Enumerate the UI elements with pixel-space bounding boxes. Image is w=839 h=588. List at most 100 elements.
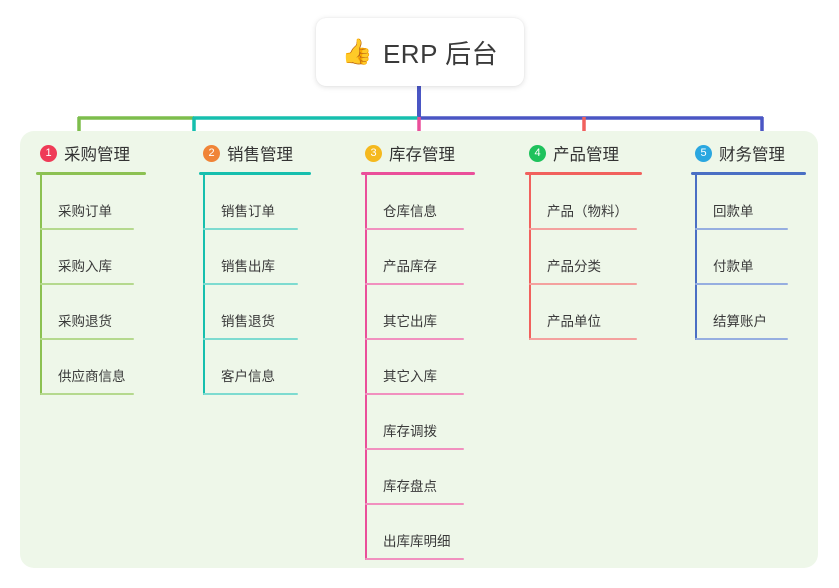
root-node[interactable]: 👍 ERP 后台 (316, 18, 524, 86)
column-item-list: 回款单付款单结算账户 (691, 175, 806, 340)
column-header[interactable]: 3 库存管理 (361, 140, 475, 166)
list-item[interactable]: 产品库存 (361, 230, 475, 285)
list-item-rule (365, 393, 464, 395)
column-title: 库存管理 (389, 146, 455, 164)
column-item-list: 采购订单采购入库采购退货供应商信息 (36, 175, 146, 395)
list-item-label: 其它出库 (383, 314, 437, 329)
list-item[interactable]: 产品（物料） (525, 175, 642, 230)
root-title: ERP 后台 (382, 38, 499, 69)
list-item-label: 采购入库 (58, 259, 112, 274)
column-header[interactable]: 5 财务管理 (691, 140, 806, 166)
list-item-label: 采购退货 (58, 314, 112, 329)
list-item-label: 仓库信息 (383, 204, 437, 219)
list-item-label: 采购订单 (58, 204, 112, 219)
list-item-rule (529, 283, 637, 285)
column-销售管理: 2 销售管理销售订单销售出库销售退货客户信息 (199, 140, 311, 395)
column-item-list: 销售订单销售出库销售退货客户信息 (199, 175, 311, 395)
list-item[interactable]: 结算账户 (691, 285, 806, 340)
list-item-rule (203, 283, 298, 285)
column-产品管理: 4 产品管理产品（物料） 产品分类产品单位 (525, 140, 642, 340)
list-item-label: 回款单 (713, 204, 754, 219)
column-title: 销售管理 (227, 146, 293, 164)
column-header[interactable]: 1 采购管理 (36, 140, 146, 166)
list-item-label: 其它入库 (383, 369, 437, 384)
list-item[interactable]: 其它入库 (361, 340, 475, 395)
list-item[interactable]: 其它出库 (361, 285, 475, 340)
list-item[interactable]: 付款单 (691, 230, 806, 285)
list-item-label: 供应商信息 (58, 369, 126, 384)
column-header-rule (691, 172, 806, 175)
list-item[interactable]: 采购退货 (36, 285, 146, 340)
list-item-label: 库存盘点 (383, 479, 437, 494)
column-header[interactable]: 4 产品管理 (525, 140, 642, 166)
list-item[interactable]: 仓库信息 (361, 175, 475, 230)
list-item-rule (529, 228, 637, 230)
diagram-panel (20, 131, 818, 568)
list-item[interactable]: 产品单位 (525, 285, 642, 340)
column-header-rule (525, 172, 642, 175)
list-item-rule (695, 283, 788, 285)
column-index-badge: 1 (40, 144, 57, 162)
column-item-list: 产品（物料） 产品分类产品单位 (525, 175, 642, 340)
list-item-rule (203, 338, 298, 340)
list-item-label: 产品单位 (547, 314, 601, 329)
column-采购管理: 1 采购管理采购订单采购入库采购退货供应商信息 (36, 140, 146, 395)
list-item[interactable]: 采购订单 (36, 175, 146, 230)
column-index-badge: 5 (695, 144, 712, 162)
list-item-label: 销售退货 (221, 314, 275, 329)
list-item-rule (365, 228, 464, 230)
column-header-rule (199, 172, 311, 175)
list-item-rule (40, 393, 134, 395)
column-spine-line (40, 175, 42, 395)
list-item-rule (203, 228, 298, 230)
list-item-rule (365, 448, 464, 450)
column-title: 财务管理 (719, 146, 785, 164)
list-item-label: 产品分类 (547, 259, 601, 274)
column-spine-line (203, 175, 205, 395)
list-item-rule (203, 393, 298, 395)
column-index-badge: 4 (529, 144, 546, 162)
list-item-label: 产品（物料） (547, 204, 628, 219)
column-财务管理: 5 财务管理回款单付款单结算账户 (691, 140, 806, 340)
list-item[interactable]: 客户信息 (199, 340, 311, 395)
list-item-rule (695, 228, 788, 230)
list-item[interactable]: 库存调拨 (361, 395, 475, 450)
list-item-label: 付款单 (713, 259, 754, 274)
column-spine-line (695, 175, 697, 340)
list-item[interactable]: 回款单 (691, 175, 806, 230)
list-item[interactable]: 销售订单 (199, 175, 311, 230)
column-index-badge: 2 (203, 144, 220, 162)
thumbs-up-icon: 👍 (341, 37, 373, 66)
column-header[interactable]: 2 销售管理 (199, 140, 311, 166)
list-item-rule (40, 283, 134, 285)
list-item-rule (40, 338, 134, 340)
column-title: 采购管理 (64, 146, 130, 164)
list-item-label: 库存调拨 (383, 424, 437, 439)
list-item[interactable]: 产品分类 (525, 230, 642, 285)
list-item[interactable]: 采购入库 (36, 230, 146, 285)
list-item[interactable]: 供应商信息 (36, 340, 146, 395)
column-title: 产品管理 (553, 146, 619, 164)
list-item-rule (365, 338, 464, 340)
list-item[interactable]: 销售出库 (199, 230, 311, 285)
list-item[interactable]: 库存盘点 (361, 450, 475, 505)
column-spine-line (365, 175, 367, 560)
list-item-label: 结算账户 (713, 314, 767, 329)
list-item-rule (365, 503, 464, 505)
column-库存管理: 3 库存管理仓库信息产品库存其它出库其它入库库存调拨库存盘点出库库明细 (361, 140, 475, 560)
list-item[interactable]: 出库库明细 (361, 505, 475, 560)
column-index-badge: 3 (365, 144, 382, 162)
list-item-label: 销售订单 (221, 204, 275, 219)
column-container: 1 采购管理采购订单采购入库采购退货供应商信息 2 销售管理销售订单销售出库销售退货客… (0, 140, 839, 570)
list-item-label: 客户信息 (221, 369, 275, 384)
column-header-rule (361, 172, 475, 175)
list-item-rule (365, 283, 464, 285)
list-item-label: 出库库明细 (383, 534, 451, 549)
column-spine-line (529, 175, 531, 340)
list-item-rule (529, 338, 637, 340)
list-item-label: 产品库存 (383, 259, 437, 274)
list-item[interactable]: 销售退货 (199, 285, 311, 340)
column-header-rule (36, 172, 146, 175)
column-item-list: 仓库信息产品库存其它出库其它入库库存调拨库存盘点出库库明细 (361, 175, 475, 560)
list-item-rule (695, 338, 788, 340)
